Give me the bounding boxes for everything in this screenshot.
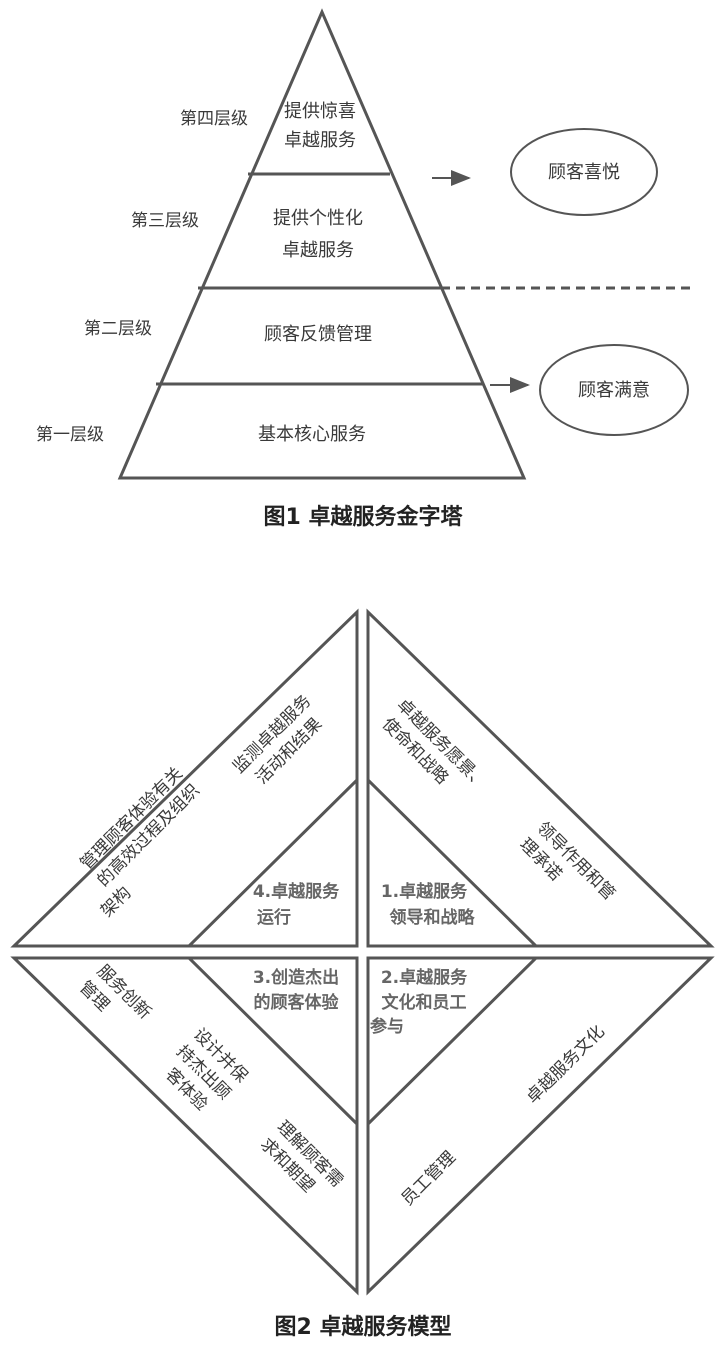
figure2-caption: 图2 卓越服务模型 <box>275 1315 452 1340</box>
outcome-satisfaction-label: 顾客满意 <box>578 380 650 401</box>
figure1-caption: 图1 卓越服务金字塔 <box>264 504 464 530</box>
outcome-oval-delight <box>510 128 658 216</box>
tier-4-line-1: 提供惊喜 <box>284 101 356 122</box>
tier-1-label: 基本核心服务 <box>258 424 366 445</box>
tl-text-monitor: 监测卓越服务 活动和结果 <box>229 691 326 788</box>
inner-top-left <box>185 776 359 948</box>
tier-4-line-2: 卓越服务 <box>284 130 356 151</box>
inner-2-line-1: 2.卓越服务 <box>381 967 468 988</box>
outcome-oval-satisfaction <box>539 344 689 436</box>
inner-bottom-left <box>185 956 359 1128</box>
bl-text-design: 设计并保 持杰出顾 客体验 <box>161 1025 251 1115</box>
br-text-culture: 卓越服务文化 <box>523 1022 609 1108</box>
inner-3-line-1: 3.创造杰出 <box>253 967 339 988</box>
tier-2-label: 顾客反馈管理 <box>264 324 372 345</box>
level-label-1: 第一层级 <box>36 425 104 445</box>
excellence-pyramid: 第四层级 第三层级 第二层级 第一层级 提供惊喜 卓越服务 提供个性化 卓越服务… <box>36 8 692 530</box>
inner-2-line-3: 参与 <box>370 1016 404 1037</box>
level-label-4: 第四层级 <box>180 109 248 129</box>
inner-top-right <box>366 776 540 948</box>
inner-4-line-2: 运行 <box>257 907 291 928</box>
svg-text:员工管理: 员工管理 <box>398 1148 460 1210</box>
tier-3-line-1: 提供个性化 <box>273 208 363 229</box>
outcome-delight-label: 顾客喜悦 <box>548 162 620 183</box>
inner-3-line-2: 的顾客体验 <box>254 992 340 1013</box>
tr-text-vision: 卓越服务愿景、 使命和战略 <box>378 695 491 793</box>
inner-2-line-2: 文化和员工 <box>382 992 467 1013</box>
tr-text-leadership: 领导作用和管 理承诺 <box>515 818 619 904</box>
svg-text:架构: 架构 <box>97 883 135 921</box>
svg-text:卓越服务文化: 卓越服务文化 <box>523 1022 609 1108</box>
inner-1-line-1: 1.卓越服务 <box>381 881 468 902</box>
bl-text-understand: 理解顾客需 求和期望 <box>256 1117 347 1197</box>
br-text-staff: 员工管理 <box>398 1148 460 1210</box>
inner-4-line-1: 4.卓越服务 <box>253 881 340 902</box>
level-label-3: 第三层级 <box>131 211 199 231</box>
inner-1-line-2: 领导和战略 <box>390 907 476 928</box>
inner-bottom-right <box>366 956 540 1128</box>
excellence-model-diamond: 4.卓越服务 运行 1.卓越服务 领导和战略 3.创造杰出 的顾客体验 2.卓越… <box>10 608 715 1340</box>
level-label-2: 第二层级 <box>84 319 152 339</box>
pyramid-outline <box>117 8 527 480</box>
tl-text-process: 管理顾客体验有关 的高效过程及组织 架构 <box>77 764 204 922</box>
tier-3-line-2: 卓越服务 <box>282 240 354 261</box>
